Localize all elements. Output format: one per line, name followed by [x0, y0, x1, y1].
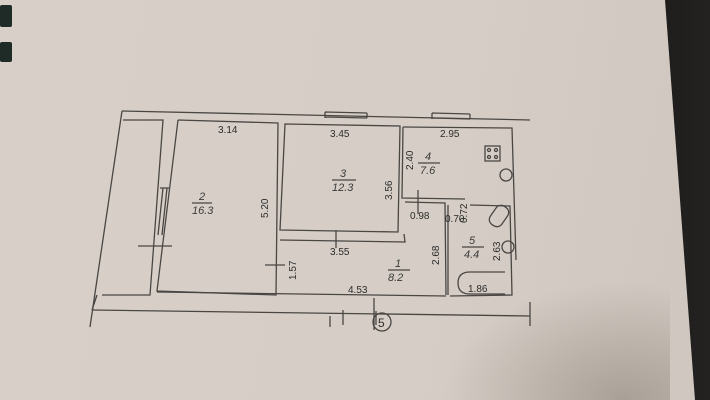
window-room-3: [324, 111, 368, 119]
toilet-icon: [488, 204, 510, 228]
entrance: [329, 310, 377, 327]
room-3-walls: [279, 123, 401, 233]
bathtub-icon: [457, 271, 505, 295]
dim-closet-side: 0.72: [459, 203, 470, 223]
dim-room2-top: 3.14: [218, 125, 238, 136]
dim-room3-side: 3.56: [384, 180, 395, 200]
dim-room4-side: 2.40: [405, 150, 416, 170]
dim-bath-right: 2.63: [492, 241, 503, 261]
dim-bathtub: 1.86: [468, 284, 488, 295]
outer-wall-corner: [91, 294, 531, 326]
room-1-area: 8.2: [388, 272, 403, 284]
room-4-inner: [401, 126, 466, 200]
room-3-number: 3: [340, 168, 347, 180]
dim-room3-bottom: 3.55: [330, 247, 350, 258]
room-2-number: 2: [198, 191, 205, 203]
outer-wall-left: [89, 110, 123, 328]
sink-icon: [499, 168, 513, 182]
dim-room3-top: 3.45: [330, 129, 350, 140]
room-3-lower-wall: [279, 233, 406, 243]
hall-bottom-wall: [91, 291, 531, 317]
room-3-area: 12.3: [332, 182, 354, 194]
dimension-ticks: [138, 190, 419, 330]
room-2-area: 16.3: [192, 205, 214, 217]
dim-closet-width: 0.98: [410, 211, 430, 222]
dim-hall-side: 1.57: [288, 260, 299, 280]
binder-clip: [0, 5, 12, 27]
room-5-number: 5: [469, 235, 476, 247]
bathroom-walls: [449, 204, 513, 297]
fraction-bars: [192, 162, 484, 271]
balcony: [102, 119, 164, 296]
binder-clip: [0, 42, 12, 62]
dim-closet-gap: 0.70: [445, 214, 465, 225]
section-marker: [372, 312, 392, 332]
room-4-walls: [402, 126, 517, 261]
window-room-4: [431, 112, 471, 120]
dim-room2-side: 5.20: [260, 198, 271, 218]
section-marker-label: 5: [378, 316, 385, 330]
room-4-area: 7.6: [420, 165, 436, 177]
balcony-door: [157, 187, 170, 236]
dim-room4-top: 2.95: [440, 129, 460, 140]
room-1-number: 1: [395, 258, 401, 270]
dim-bath-left: 2.68: [431, 245, 442, 265]
room-5-area: 4.4: [464, 249, 479, 261]
room-4-number: 4: [425, 151, 431, 163]
hand-shadow: [440, 280, 670, 400]
dim-hall-bottom: 4.53: [348, 285, 368, 296]
bath-sink-icon: [501, 240, 515, 254]
stove-icon: [484, 145, 501, 162]
room-2-walls: [156, 119, 279, 296]
